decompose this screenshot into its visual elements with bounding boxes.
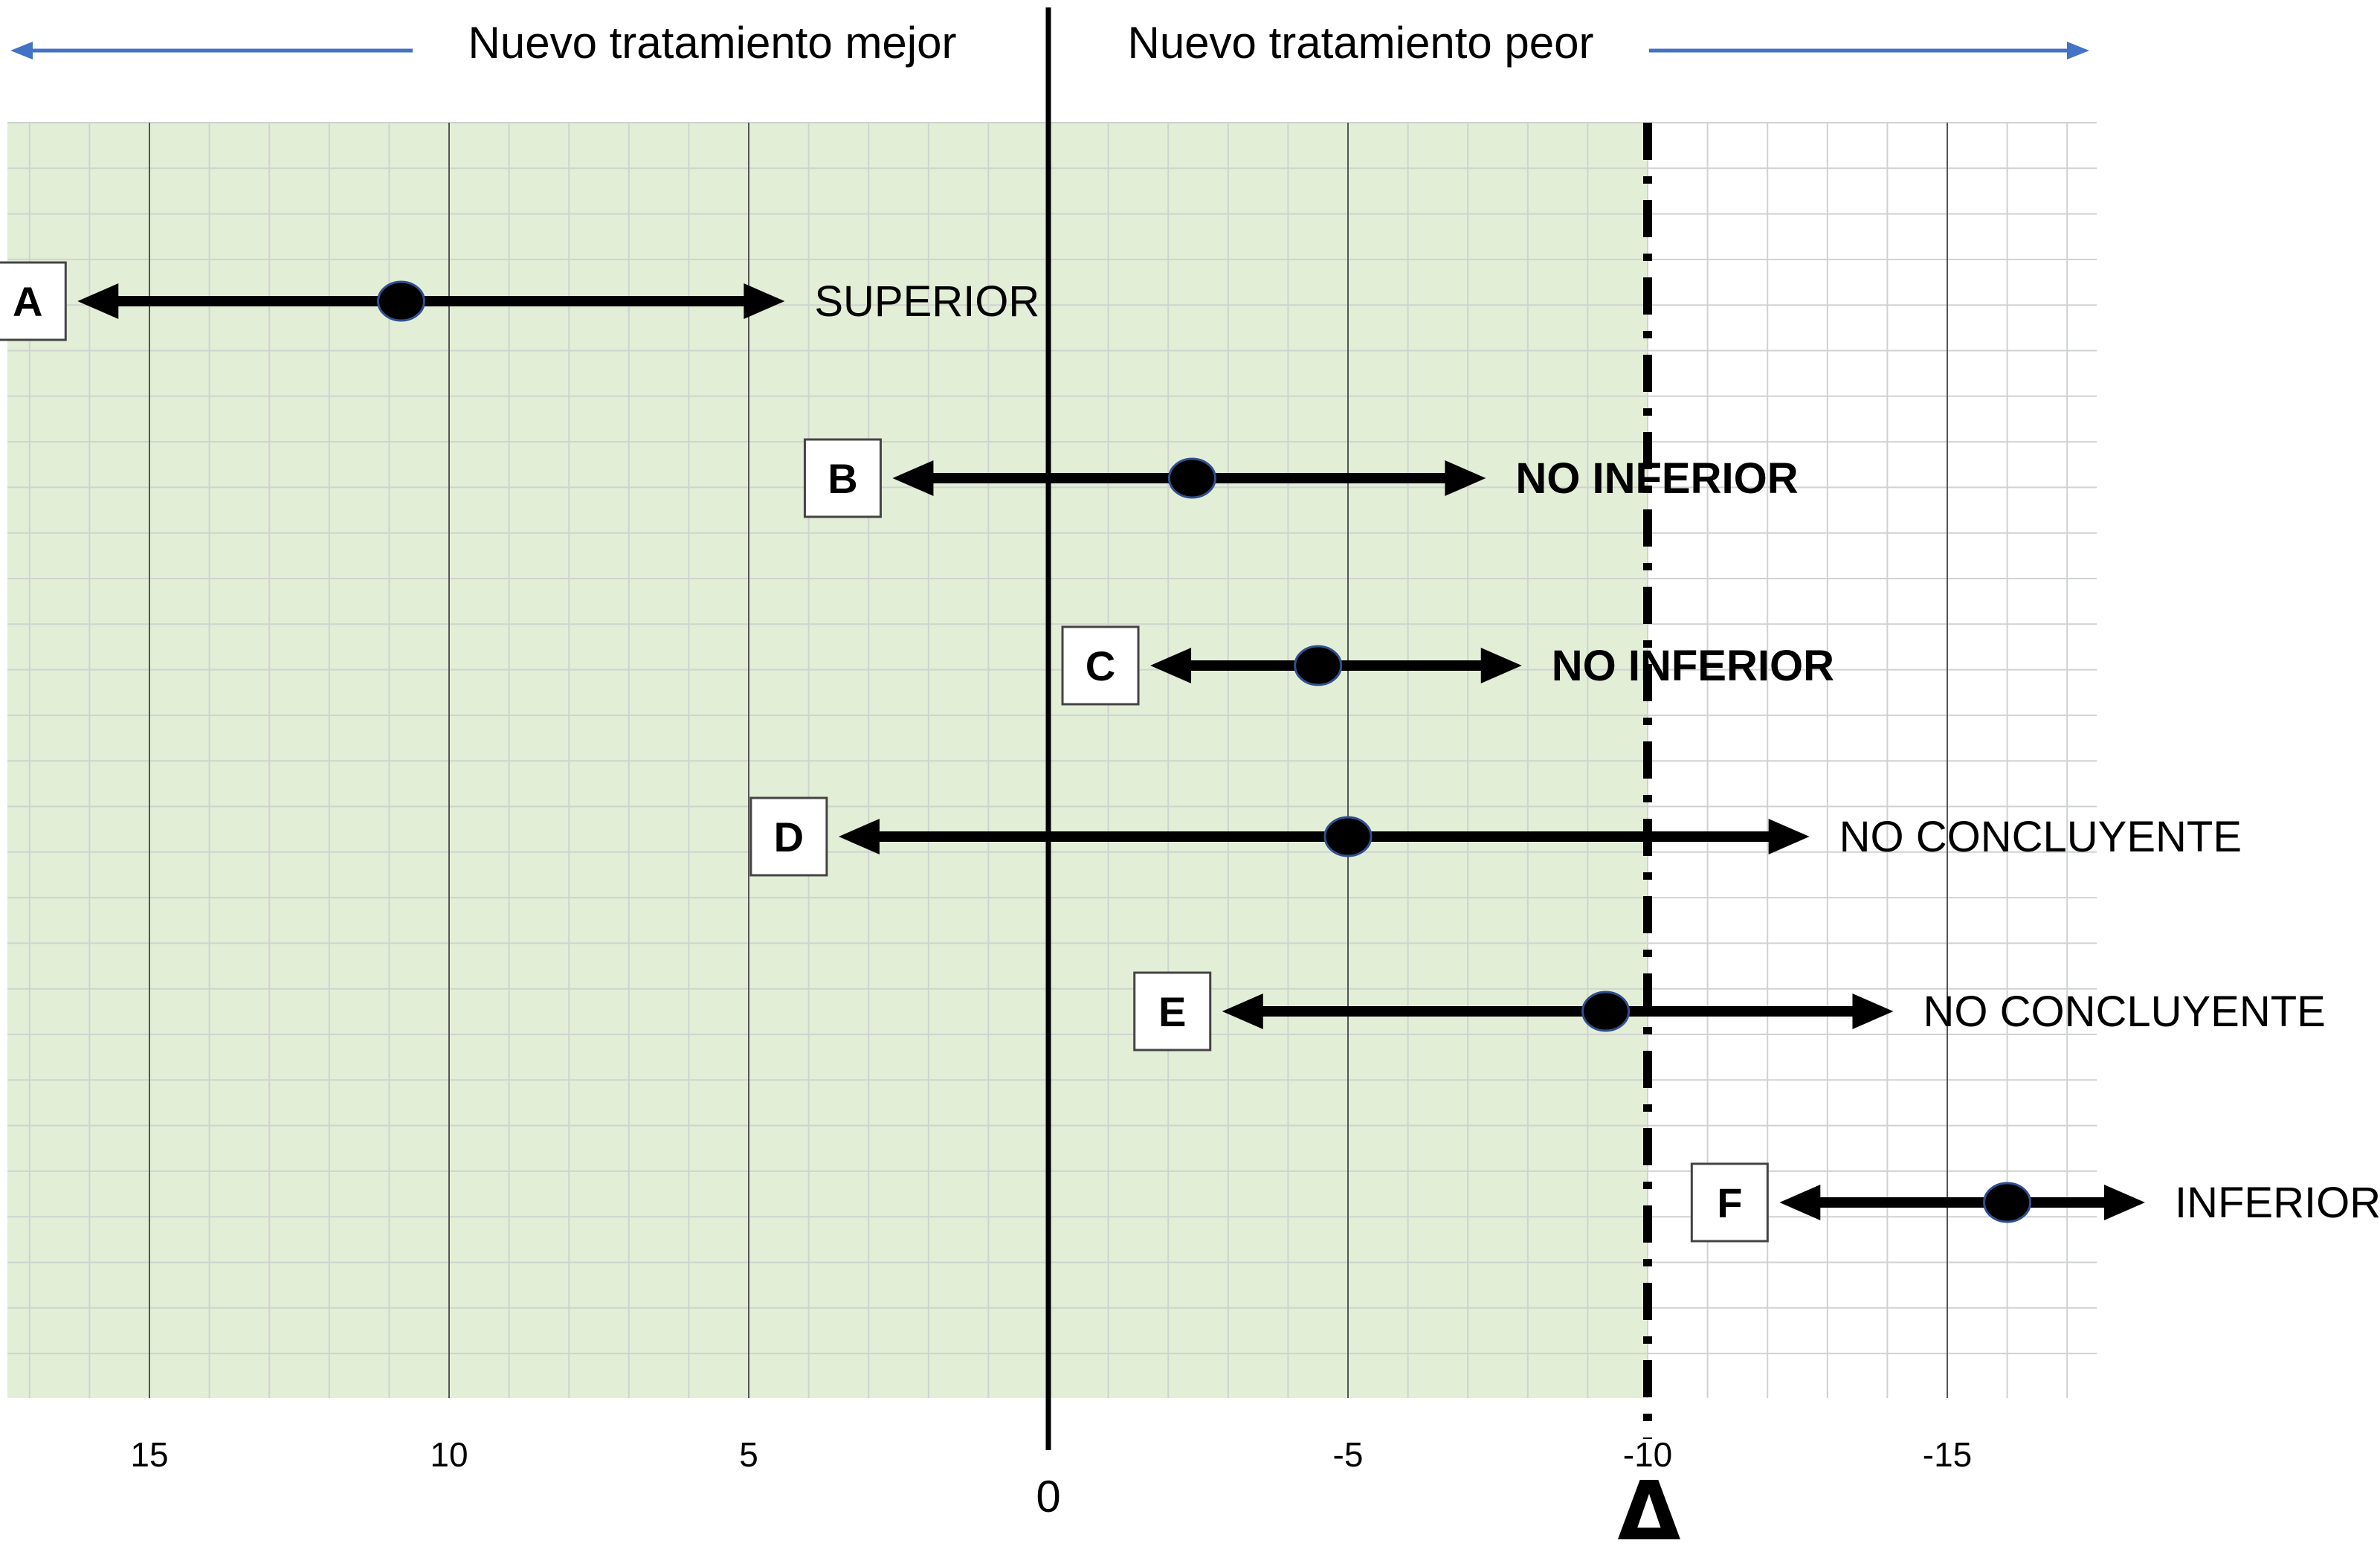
x-tick-labels: 15 10 5 0 -5 -10 -15Δ (130, 1435, 1972, 1549)
interval-rows: A SUPERIOR B NO INFERIOR C NO INFERIOR D NO CON… (0, 261, 2380, 1243)
interval-upper-arrowhead (1445, 460, 1486, 496)
interval-upper-arrowhead (1480, 648, 1522, 683)
axis (1045, 7, 1652, 1450)
header: Nuevo tratamiento mejor Nuevo tratamient… (10, 18, 2089, 68)
row-label-box (803, 438, 882, 518)
grid (7, 122, 2097, 1398)
row-label-box (0, 261, 67, 341)
header-arrow-right-head (2067, 42, 2089, 59)
point-estimate (377, 280, 426, 322)
row-label: A (13, 278, 42, 325)
header-left-text: Nuevo tratamiento mejor (468, 18, 957, 68)
row-label: C (1086, 643, 1115, 689)
x-tick-label: -5 (1333, 1435, 1364, 1474)
interval-lower-arrowhead (1150, 648, 1192, 683)
interval-row-d: D NO CONCLUYENTE (749, 796, 2242, 877)
interval-lower-arrowhead (892, 460, 934, 496)
row-conclusion: INFERIOR (2175, 1179, 2380, 1227)
row-conclusion: NO INFERIOR (1515, 454, 1798, 503)
interval-lower-arrowhead (838, 819, 880, 854)
x-tick-label: 0 (1036, 1472, 1060, 1521)
point-estimate (1294, 645, 1343, 686)
row-label-box (1133, 971, 1212, 1052)
header-arrow-left-head (10, 42, 33, 59)
point-estimate (1983, 1182, 2032, 1223)
interval-lower-arrowhead (77, 283, 119, 319)
row-label-box (1690, 1162, 1769, 1243)
interval-upper-arrowhead (1768, 819, 1810, 854)
interval-lower-arrowhead (1779, 1185, 1821, 1220)
x-tick-label: 10 (430, 1435, 468, 1474)
interval-lower-arrowhead (1222, 994, 1263, 1029)
header-right-text: Nuevo tratamiento peor (1127, 18, 1593, 68)
row-label: F (1717, 1179, 1742, 1226)
point-estimate (1581, 991, 1631, 1032)
row-label: E (1158, 988, 1186, 1035)
interval-row-e: E NO CONCLUYENTE (1133, 971, 2326, 1052)
interval-row-a: A SUPERIOR (0, 261, 1039, 341)
row-conclusion: NO CONCLUYENTE (1839, 813, 2242, 861)
row-label-box (749, 796, 828, 877)
point-estimate (1323, 816, 1373, 857)
x-tick-label: -15 (1923, 1435, 1972, 1474)
row-label: D (774, 814, 804, 860)
interval-upper-arrowhead (1852, 994, 1894, 1029)
row-label: B (828, 455, 857, 502)
x-tick-label: 15 (130, 1435, 168, 1474)
margin-symbol: Δ (1617, 1463, 1680, 1549)
x-tick-label: 5 (739, 1435, 758, 1474)
x-tick-label: -10 (1623, 1435, 1672, 1474)
point-estimate (1167, 457, 1216, 499)
interval-upper-arrowhead (744, 283, 785, 319)
row-label-box (1061, 625, 1140, 706)
row-conclusion: NO CONCLUYENTE (1923, 988, 2325, 1036)
interval-row-f: F INFERIOR (1690, 1162, 2380, 1243)
row-conclusion: NO INFERIOR (1552, 642, 1834, 690)
row-conclusion: SUPERIOR (814, 277, 1039, 326)
interval-row-c: C NO INFERIOR (1061, 625, 1834, 706)
interval-upper-arrowhead (2103, 1185, 2145, 1220)
interval-row-b: B NO INFERIOR (803, 438, 1799, 518)
